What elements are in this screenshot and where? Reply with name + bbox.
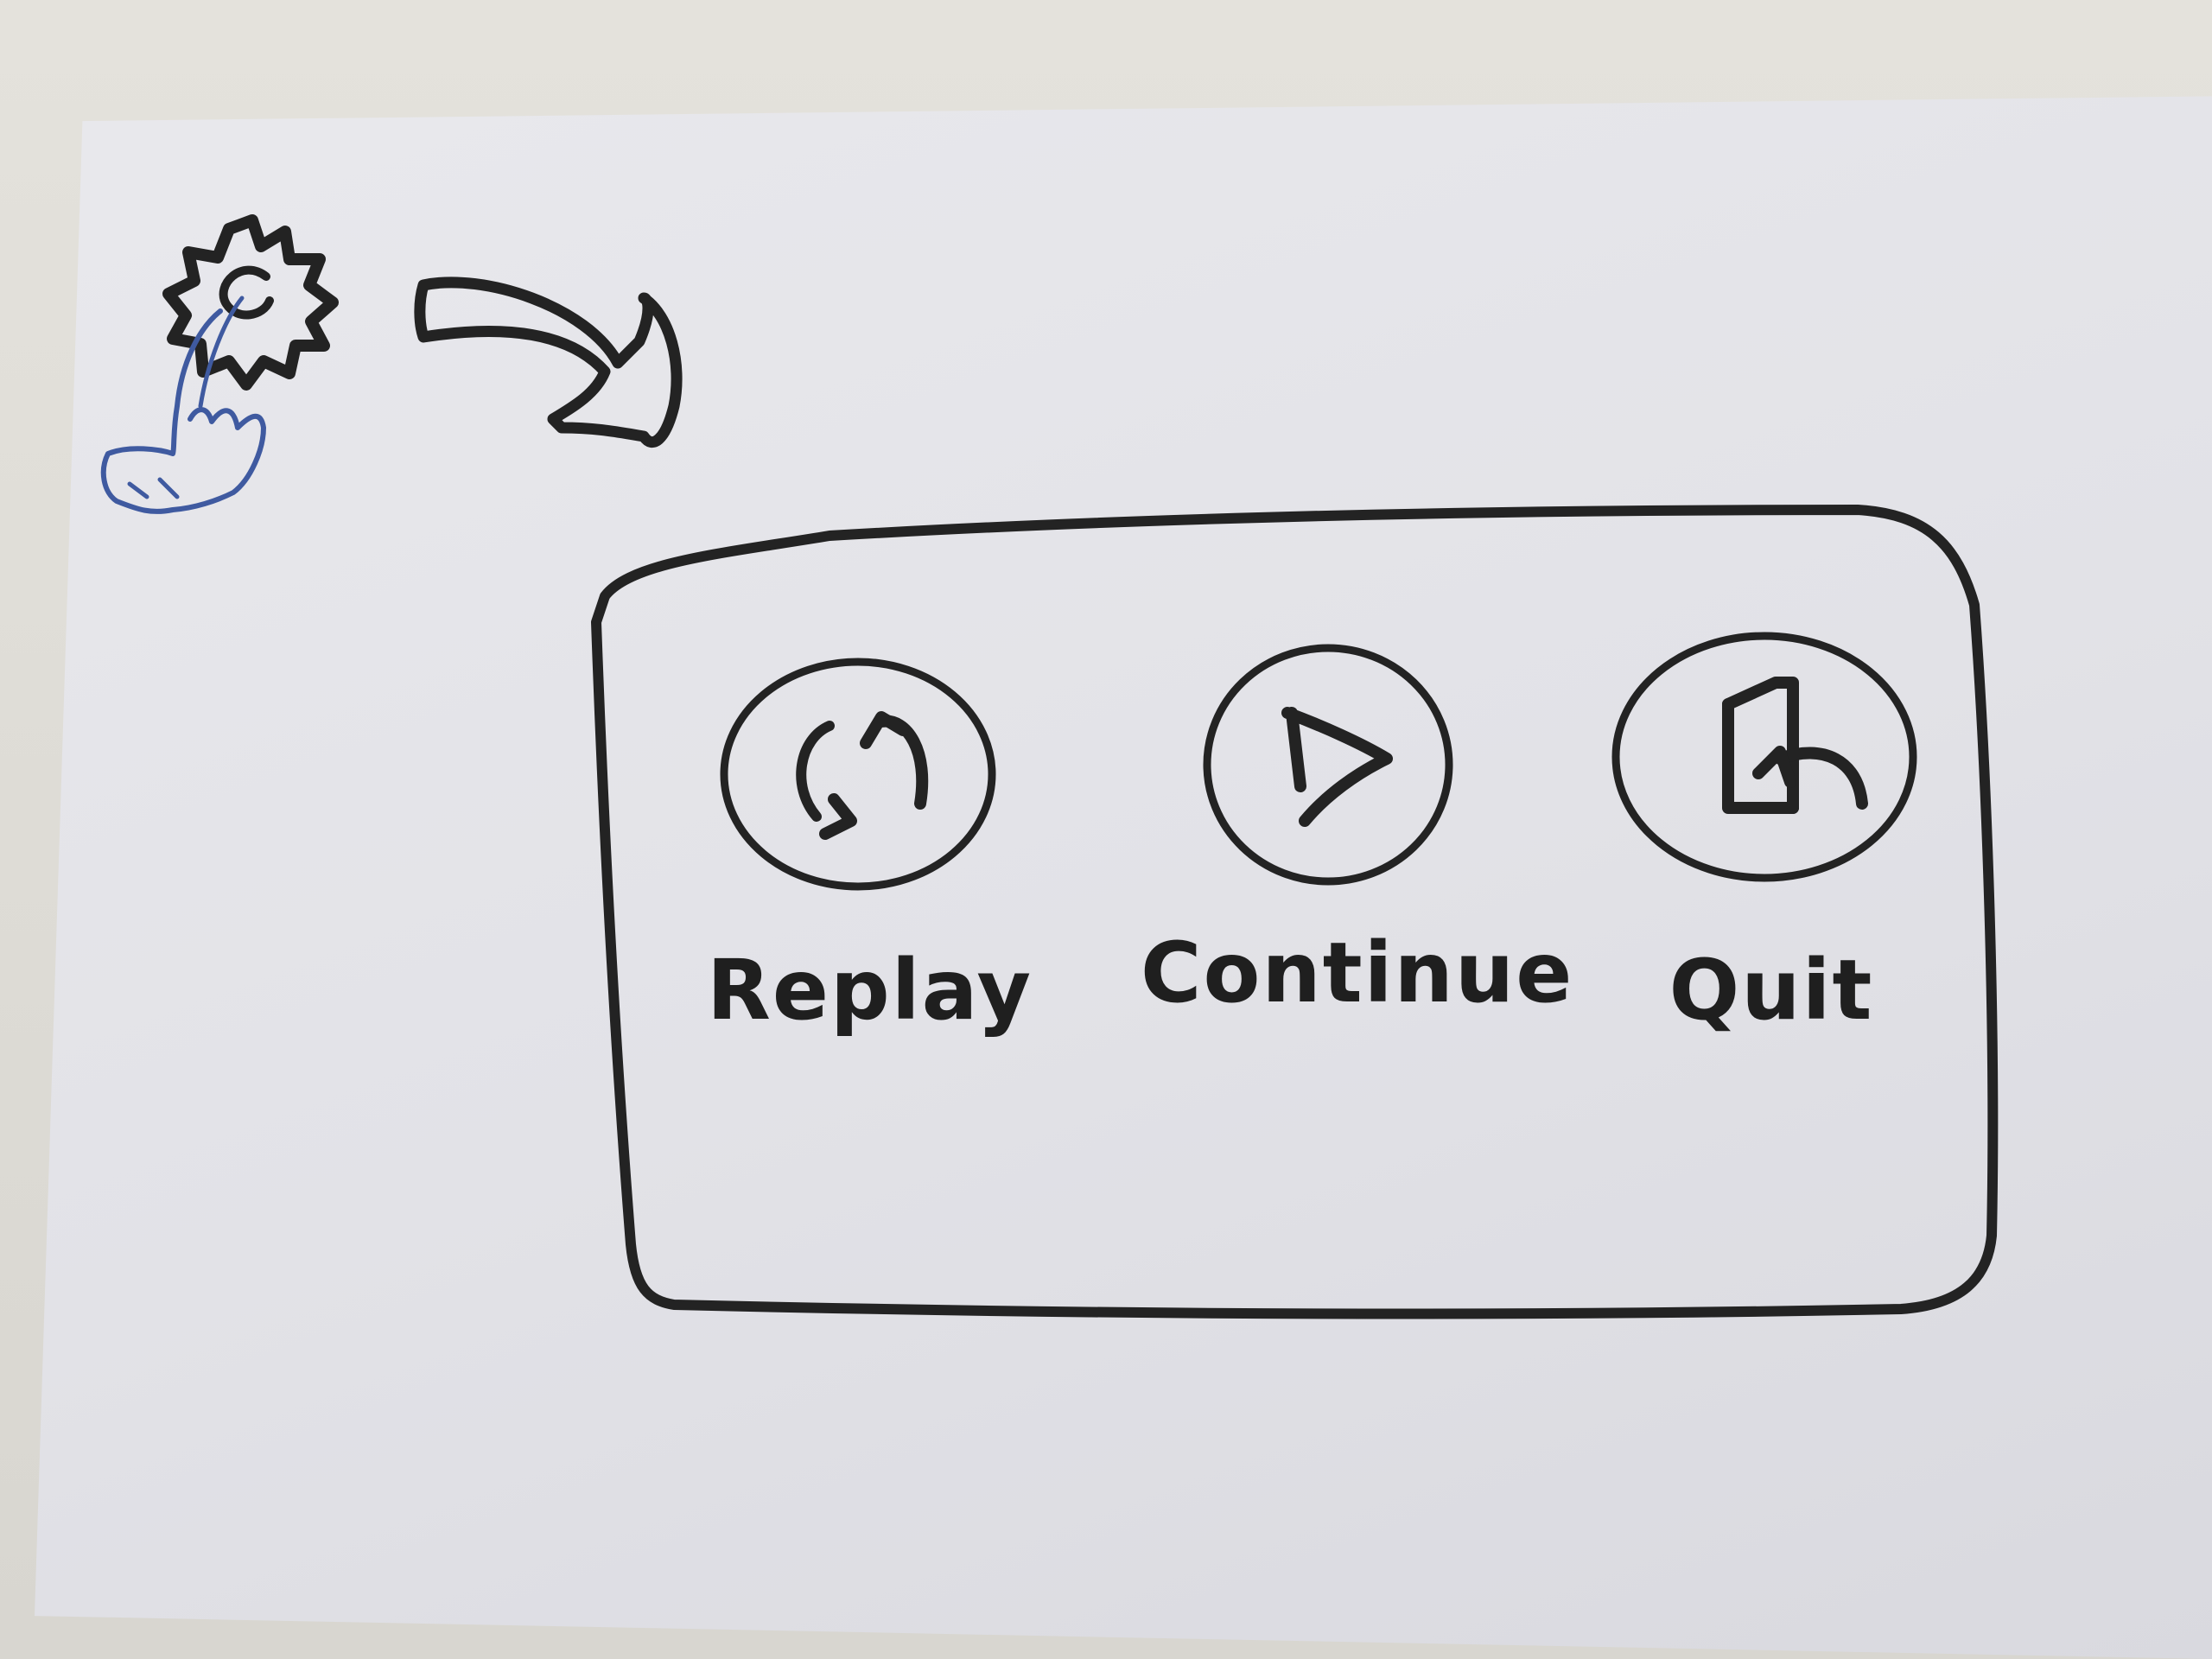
exit-icon — [1722, 677, 1868, 814]
paper-sheet — [35, 96, 2212, 1659]
continue-label: Continue — [1141, 925, 1574, 1021]
quit-button[interactable]: Quit — [1650, 942, 1892, 1039]
replay-button-graphic[interactable] — [720, 658, 996, 891]
replay-icon — [796, 711, 929, 840]
flow-arrow-icon — [414, 276, 683, 448]
continue-button[interactable]: Continue — [1141, 925, 1572, 1021]
play-icon — [1281, 707, 1393, 827]
quit-button-graphic[interactable] — [1611, 632, 1917, 882]
pointer-hand-icon — [100, 296, 266, 514]
replay-label: Replay — [707, 942, 1033, 1039]
dialog-frame — [591, 505, 1999, 1319]
continue-button-graphic[interactable] — [1203, 644, 1453, 886]
gear-icon[interactable] — [162, 214, 339, 391]
quit-label: Quit — [1669, 942, 1874, 1039]
replay-button[interactable]: Replay — [707, 942, 1031, 1039]
